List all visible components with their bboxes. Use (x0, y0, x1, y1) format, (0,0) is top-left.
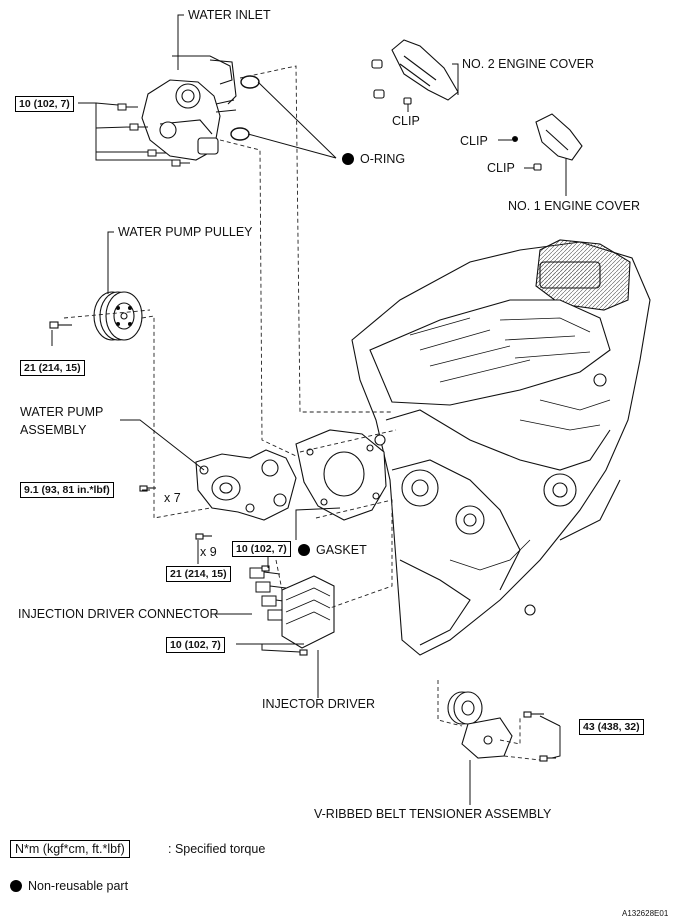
figure-code: A132628E01 (622, 909, 669, 918)
torque-spec-tensioner: 43 (438, 32) (579, 719, 644, 735)
quantity-x7: x 7 (164, 491, 181, 505)
no2-engine-cover-label: NO. 2 ENGINE COVER (462, 57, 594, 71)
water-pump-pulley-label: WATER PUMP PULLEY (118, 225, 253, 239)
assembly-dashed-lines (63, 65, 541, 761)
water-inlet-illustration (141, 55, 237, 161)
non-reusable-dot-icon (298, 544, 310, 556)
water-pump-pulley-illustration (49, 291, 143, 341)
injection-driver-connector-label: INJECTION DRIVER CONNECTOR (18, 607, 219, 621)
torque-spec-water-pump-bolts: 21 (214, 15) (166, 566, 231, 582)
water-pump-assembly-label-line1: WATER PUMP (20, 405, 104, 419)
o-ring-label-text: O-RING (360, 152, 406, 166)
v-ribbed-belt-tensioner-label: V-RIBBED BELT TENSIONER ASSEMBLY (314, 807, 552, 821)
no2-engine-cover-illustration (371, 39, 459, 105)
engine-block-illustration (351, 239, 651, 656)
torque-spec-water-pump: 9.1 (93, 81 in.*lbf) (20, 482, 114, 498)
clip-label-a: CLIP (392, 114, 420, 128)
clip-label-b: CLIP (460, 134, 488, 148)
torque-spec-injector-driver-upper: 10 (102, 7) (232, 541, 291, 557)
water-pump-assembly-label-line2: ASSEMBLY (20, 423, 87, 437)
quantity-x9: x 9 (200, 545, 217, 559)
legend-non-reusable: Non-reusable part (10, 879, 128, 893)
no1-engine-cover-label: NO. 1 ENGINE COVER (508, 199, 640, 213)
o-ring-label: O-RING (342, 152, 405, 166)
legend-torque-description: : Specified torque (168, 842, 266, 856)
no1-engine-cover-illustration (511, 113, 583, 171)
injector-driver-illustration (261, 565, 335, 656)
legend-torque-unit: N*m (kgf*cm, ft.*lbf) (10, 840, 130, 858)
torque-spec-injector-driver-lower: 10 (102, 7) (166, 637, 225, 653)
injector-driver-label: INJECTOR DRIVER (262, 697, 375, 711)
v-ribbed-belt-tensioner-illustration (447, 691, 556, 762)
water-inlet-bolts (117, 103, 190, 167)
leader-lines (51, 14, 567, 805)
torque-spec-water-inlet: 10 (102, 7) (15, 96, 74, 112)
water-pump-assembly-illustration (139, 449, 297, 540)
gasket-label-text: GASKET (316, 543, 367, 557)
gasket-illustration (295, 429, 387, 521)
torque-spec-pulley: 21 (214, 15) (20, 360, 85, 376)
water-inlet-label: WATER INLET (188, 8, 271, 22)
gasket-label: GASKET (298, 543, 367, 557)
non-reusable-dot-icon (10, 880, 22, 892)
legend-non-reusable-text: Non-reusable part (28, 879, 129, 893)
clip-label-c: CLIP (487, 161, 515, 175)
non-reusable-dot-icon (342, 153, 354, 165)
